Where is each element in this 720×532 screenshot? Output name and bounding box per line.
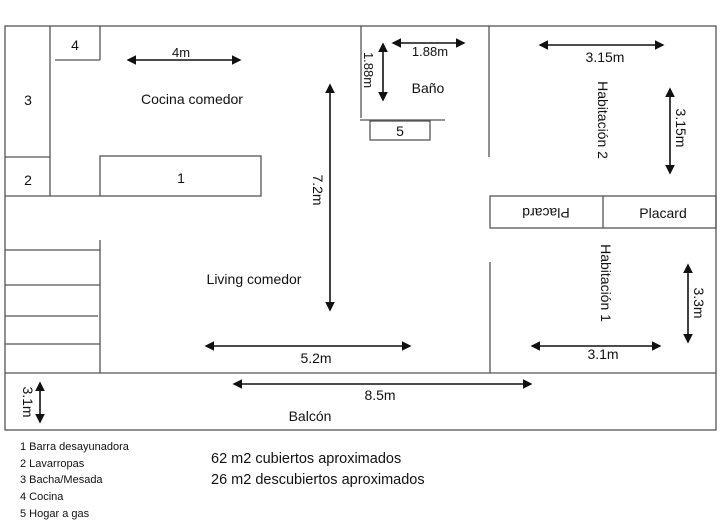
dim-balcon-width: 8.5m bbox=[364, 387, 395, 403]
dimension-labels: 4m 7.2m 1.88m 1.88m 3.15m 3.15m 3.3m 3.1… bbox=[20, 44, 707, 418]
legend-item: 3 Bacha/Mesada bbox=[20, 474, 103, 486]
fixture-3: 3 bbox=[24, 92, 32, 108]
breakfast-bar bbox=[99, 155, 262, 197]
dim-cocina-width: 4m bbox=[172, 45, 190, 60]
legend-item: 4 Cocina bbox=[20, 491, 64, 503]
room-placard-left: Placard bbox=[522, 205, 569, 221]
uncovered-area: 26 m2 descubiertos aproximados bbox=[211, 472, 425, 488]
room-balcon: Balcón bbox=[289, 408, 332, 424]
dim-hab1-width: 3.1m bbox=[587, 346, 618, 362]
dim-hab1-height: 3.3m bbox=[691, 287, 707, 318]
fixture-5: 5 bbox=[396, 123, 404, 139]
fixture-2: 2 bbox=[24, 172, 32, 188]
room-living-comedor: Living comedor bbox=[207, 271, 302, 287]
legend-item: 1 Barra desayunadora bbox=[20, 441, 130, 453]
dim-balcon-height: 3.1m bbox=[20, 386, 36, 417]
dim-hab2-width: 3.15m bbox=[586, 49, 625, 65]
fixture-1: 1 bbox=[177, 170, 185, 186]
dim-bano-width: 1.88m bbox=[412, 44, 448, 59]
room-habitacion-2: Habitación 2 bbox=[595, 81, 611, 159]
legend-item: 5 Hogar a gas bbox=[20, 508, 90, 520]
dim-bano-height: 1.88m bbox=[361, 52, 376, 88]
fixture-numbers: 3 2 4 1 5 bbox=[24, 37, 404, 188]
room-habitacion-1: Habitación 1 bbox=[598, 244, 614, 322]
gas-fireplace bbox=[369, 120, 431, 141]
room-cocina-comedor: Cocina comedor bbox=[141, 91, 243, 107]
area-summary: 62 m2 cubiertos aproximados 26 m2 descub… bbox=[211, 451, 425, 488]
legend: 1 Barra desayunadora 2 Lavarropas 3 Bach… bbox=[20, 441, 130, 520]
room-placard-right: Placard bbox=[639, 205, 686, 221]
room-bano: Baño bbox=[412, 80, 445, 96]
legend-item: 2 Lavarropas bbox=[20, 458, 85, 470]
dim-living-width: 5.2m bbox=[300, 350, 331, 366]
room-labels: Cocina comedor Baño Habitación 2 Placard… bbox=[141, 80, 687, 424]
covered-area: 62 m2 cubiertos aproximados bbox=[211, 451, 401, 467]
dim-living-height: 7.2m bbox=[310, 174, 326, 205]
dimension-arrows bbox=[35, 38, 693, 424]
dim-hab2-height: 3.15m bbox=[673, 109, 689, 148]
fixture-4: 4 bbox=[71, 37, 79, 53]
walls bbox=[4, 25, 717, 431]
